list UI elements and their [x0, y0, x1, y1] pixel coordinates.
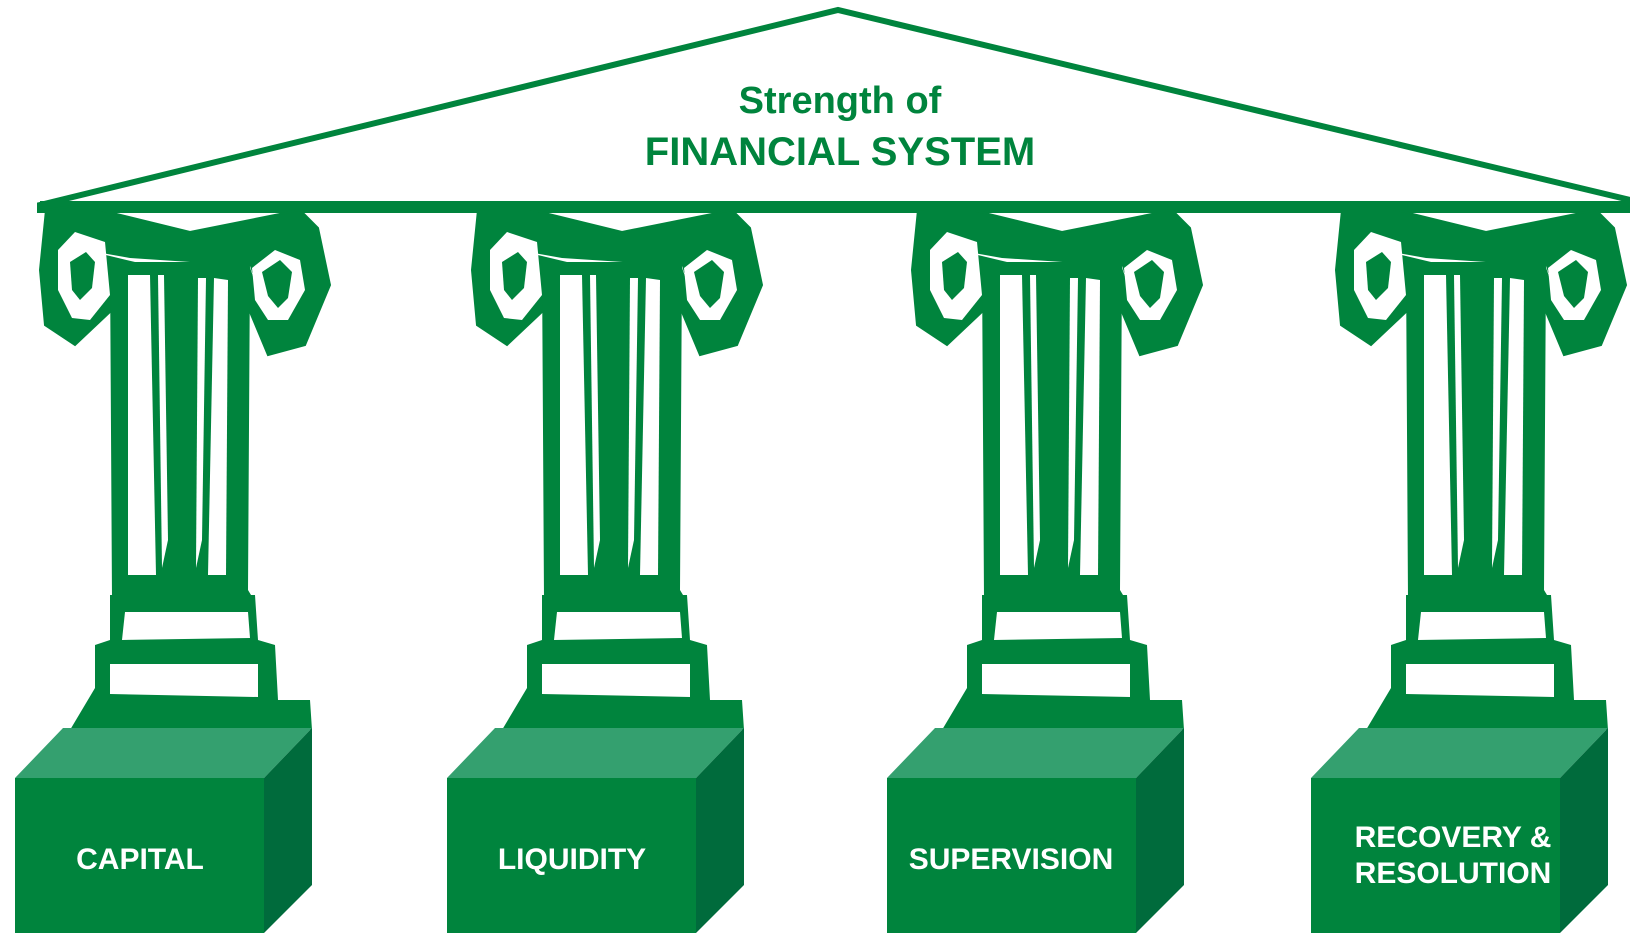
pillar-right-volute-curl: [1134, 260, 1164, 308]
pillar-flute: [1504, 278, 1524, 575]
pillar-flute: [196, 278, 206, 568]
pillar-base-band: [1418, 612, 1546, 640]
pillar-left-volute-curl: [70, 252, 95, 300]
pillar-base-band: [122, 612, 250, 640]
pillar-label-recovery-resolution: RECOVERY & RESOLUTION: [1354, 821, 1552, 890]
pillar-flute: [1492, 278, 1502, 568]
roof-title-line1: Strength of: [738, 80, 942, 122]
pillar-left-volute-curl: [1366, 252, 1391, 300]
pillar-base-band: [110, 664, 258, 697]
pillar-base-band: [994, 612, 1122, 640]
pillar-flute: [590, 275, 600, 568]
pedestal-front: [887, 778, 1136, 933]
pedestal-side: [1136, 728, 1184, 933]
pillar-flute: [628, 278, 638, 568]
roof-title-line2: FINANCIAL SYSTEM: [644, 130, 1036, 174]
pillar-right-volute-curl: [262, 260, 292, 308]
pillar-left-volute-curl: [502, 252, 527, 300]
pillar-flute: [208, 278, 228, 575]
pillar-label-supervision: SUPERVISION: [908, 843, 1114, 876]
pedestal-top: [15, 728, 312, 778]
pedestal-side: [1560, 728, 1608, 933]
pillar-flute: [128, 275, 156, 575]
pillar-flute: [158, 275, 168, 568]
pillar-flute: [640, 278, 660, 575]
pillar-base-band: [554, 612, 682, 640]
pillar-label-liquidity: LIQUIDITY: [497, 843, 647, 876]
pillar-left-volute-curl: [942, 252, 967, 300]
pedestal-side: [696, 728, 744, 933]
pillar-capital-top: [1334, 203, 1628, 357]
pillar-right-volute-curl: [1558, 260, 1588, 308]
pillar-base-band: [982, 664, 1130, 697]
pillar-flute: [1000, 275, 1028, 575]
pillar-flute: [560, 275, 588, 575]
pedestal-front: [15, 778, 264, 933]
pedestal-front: [1311, 778, 1560, 933]
roof: [37, 6, 1630, 213]
roof-outline: [37, 6, 1630, 213]
pillar-capital-top: [470, 203, 764, 357]
pillar-flute: [1454, 275, 1464, 568]
pillar-flute: [1030, 275, 1040, 568]
pillar-right-volute-curl: [694, 260, 724, 308]
pedestal-side: [264, 728, 312, 933]
pillar-recovery-resolution: [1311, 203, 1628, 933]
pillar-capital-top: [910, 203, 1204, 357]
pillars-group: [15, 203, 1628, 933]
pillar-label-capital: CAPITAL: [76, 843, 204, 876]
pedestal-top: [1311, 728, 1608, 778]
pedestal-front: [447, 778, 696, 933]
pillar-liquidity: [447, 203, 764, 933]
pillar-flute: [1068, 278, 1078, 568]
pillar-base-band: [542, 664, 690, 697]
pillar-capital: [15, 203, 332, 933]
pillar-capital-top: [38, 203, 332, 357]
pillar-supervision: [887, 203, 1204, 933]
pillar-flute: [1080, 278, 1100, 575]
pillar-flute: [1424, 275, 1452, 575]
pedestal-top: [447, 728, 744, 778]
pedestal-top: [887, 728, 1184, 778]
pillar-base-band: [1406, 664, 1554, 697]
